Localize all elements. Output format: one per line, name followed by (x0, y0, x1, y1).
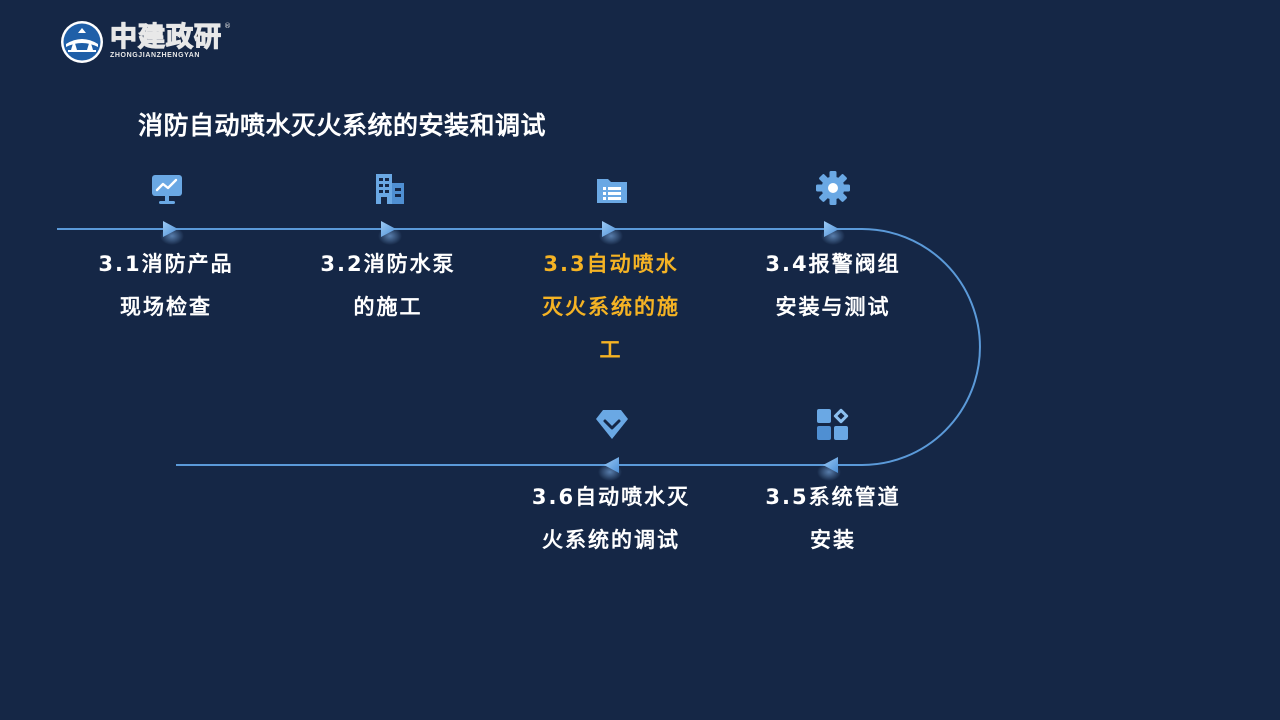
arrow-marker-3-3 (599, 221, 623, 245)
step-label-3-5: 3.5系统管道 安装 (765, 485, 901, 552)
arrow-marker-3-1 (160, 221, 184, 245)
arrow-marker-3-5 (817, 457, 841, 481)
building-icon (376, 174, 404, 204)
arrow-marker-3-2 (378, 221, 402, 245)
logo-name-cn: 中建政研 (109, 22, 222, 53)
step-label-3-6: 3.6自动喷水灭 火系统的调试 (531, 485, 691, 552)
registered-mark: ® (224, 22, 231, 30)
step-label-3-1: 3.1消防产品 现场检查 (98, 252, 234, 319)
gear-icon (816, 171, 850, 205)
timeline-path (57, 228, 981, 466)
step-label-3-3: 3.3自动喷水 灭火系统的施 工 (542, 252, 680, 362)
step-label-3-2: 3.2消防水泵 的施工 (320, 252, 456, 319)
step-label-3-4: 3.4报警阀组 安装与测试 (765, 252, 901, 319)
arrow-marker-3-6 (598, 457, 622, 481)
grid-apps-icon (817, 408, 849, 440)
folder-list-icon (597, 179, 627, 203)
logo-name-en: ZHONGJIANZHENGYAN (110, 52, 201, 59)
diamond-chevron-icon (596, 410, 628, 439)
page-title: 消防自动喷水灭火系统的安装和调试 (138, 111, 547, 140)
monitor-chart-icon (152, 175, 182, 204)
arrow-marker-3-4 (821, 221, 845, 245)
brand-logo: 中建政研 ZHONGJIANZHENGYAN ® (60, 18, 231, 66)
logo-emblem-icon (61, 21, 103, 63)
